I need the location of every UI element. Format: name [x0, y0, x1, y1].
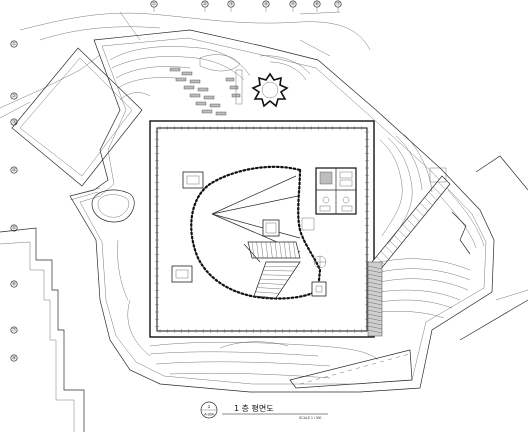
- star-pavilion: [251, 72, 289, 108]
- grid-label-top: ④: [264, 2, 269, 8]
- drawing-scale: SCALE 1 / 300: [299, 416, 322, 420]
- grid-label-top: ⑦: [336, 2, 341, 8]
- grid-bubble-left: ②: [10, 92, 18, 100]
- left-grid-axis: ① ② ③ ④ ⑤ ⑥ ⑦ ⑧: [10, 40, 18, 362]
- stair-b-treads: [253, 261, 300, 299]
- landscape-contours-bottom: [117, 239, 413, 389]
- grid-bubble-left: ⑧: [10, 354, 18, 362]
- grid-bubble-left: ⑦: [10, 326, 18, 334]
- curved-core: [190, 165, 322, 300]
- bottom-dashes: [299, 354, 409, 385]
- diagonal-ramp: [371, 167, 451, 271]
- grid-label-left: ⑤: [12, 226, 17, 232]
- paving-stones: [169, 67, 243, 116]
- column-ticks: [155, 126, 369, 333]
- title-block: 1 A-304 1 층 평면도 SCALE 1 / 300: [200, 401, 328, 420]
- interior-rooms: [171, 171, 327, 297]
- adjacent-building-right: [459, 155, 528, 341]
- restroom-block: [315, 167, 357, 215]
- grid-label-top: ②: [203, 2, 208, 8]
- grid-label-left: ③: [12, 120, 17, 126]
- neighbor-buildings: [0, 227, 85, 432]
- top-grid-axis: ① ② ③ ④ ⑤ ⑥ ⑦: [150, 0, 342, 12]
- landscape-contours-top: [109, 46, 311, 101]
- grid-label-left: ①: [12, 42, 17, 48]
- main-building: [149, 120, 375, 338]
- ramp-lines: [376, 181, 446, 265]
- left-pond: [69, 187, 135, 223]
- grid-label-left: ⑦: [12, 328, 17, 334]
- grid-bubble-left: ⑤: [10, 224, 18, 232]
- site-boundary: [69, 29, 495, 393]
- drawing-tag-sheet: A-304: [204, 413, 214, 417]
- grid-bubble-top: ①: [150, 0, 158, 8]
- grid-label-top: ①: [152, 2, 157, 8]
- grid-bubble-left: ①: [10, 40, 18, 48]
- site-context: [0, 11, 371, 119]
- grid-label-top: ⑥: [315, 2, 320, 8]
- drawing-title: 1 층 평면도: [234, 403, 274, 413]
- grid-bubble-left: ④: [10, 166, 18, 174]
- drawing-tag: 1 A-304: [200, 401, 218, 419]
- grid-bubble-top: ⑥: [313, 0, 321, 8]
- grid-bubble-left: ⑥: [10, 280, 18, 288]
- adjacent-building-left: [11, 47, 143, 187]
- landscape-contours-right: [379, 133, 485, 319]
- grid-label-top: ③: [229, 2, 234, 8]
- grid-bubble-top: ④: [262, 0, 270, 8]
- grid-bubble-top: ③: [227, 0, 235, 8]
- grid-label-left: ⑥: [12, 282, 17, 288]
- grid-bubble-left: ③: [10, 118, 18, 126]
- drawing-tag-number: 1: [208, 404, 211, 409]
- grid-bubble-top: ⑤: [289, 0, 297, 8]
- hatched-walkways: [367, 261, 383, 337]
- grid-label-top: ⑤: [291, 2, 296, 8]
- grid-bubble-top: ⑦: [334, 0, 342, 8]
- grid-label-left: ④: [12, 168, 17, 174]
- stair-flights: [243, 241, 327, 299]
- grid-bubble-top: ②: [201, 0, 209, 8]
- grid-label-left: ⑧: [12, 356, 17, 362]
- grid-label-left: ②: [12, 94, 17, 100]
- stair-a-treads: [251, 241, 296, 259]
